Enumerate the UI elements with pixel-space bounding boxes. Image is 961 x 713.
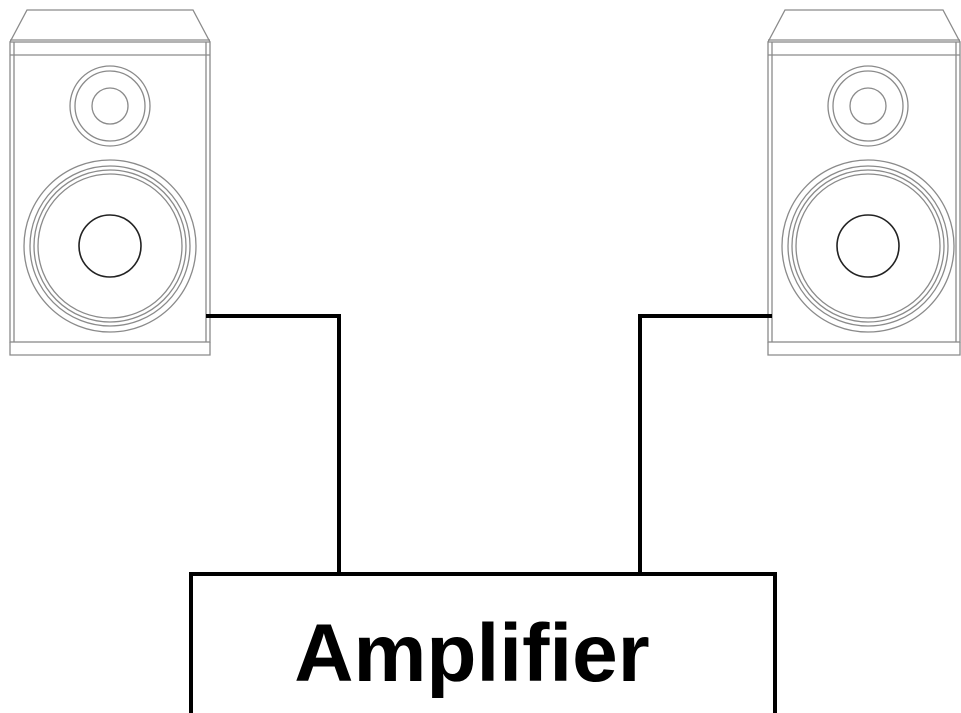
amplifier-label: Amplifier xyxy=(294,608,649,699)
left-speaker-woofer xyxy=(23,159,197,333)
left-speaker-top-cap xyxy=(9,9,211,43)
right-speaker-top-cap xyxy=(767,9,961,43)
right-speaker-cabinet xyxy=(767,41,961,343)
right-speaker-base xyxy=(767,342,961,356)
left-speaker-base xyxy=(9,342,211,356)
left-speaker xyxy=(9,9,211,356)
left-speaker-wire xyxy=(206,314,341,574)
right-speaker xyxy=(767,9,961,356)
right-speaker-wire xyxy=(638,314,772,574)
amplifier-box xyxy=(189,572,777,713)
amplifier: Amplifier xyxy=(189,572,777,713)
right-speaker-woofer xyxy=(781,159,955,333)
right-speaker-tweeter xyxy=(827,65,909,147)
left-speaker-tweeter xyxy=(69,65,151,147)
left-speaker-cabinet xyxy=(9,41,211,343)
